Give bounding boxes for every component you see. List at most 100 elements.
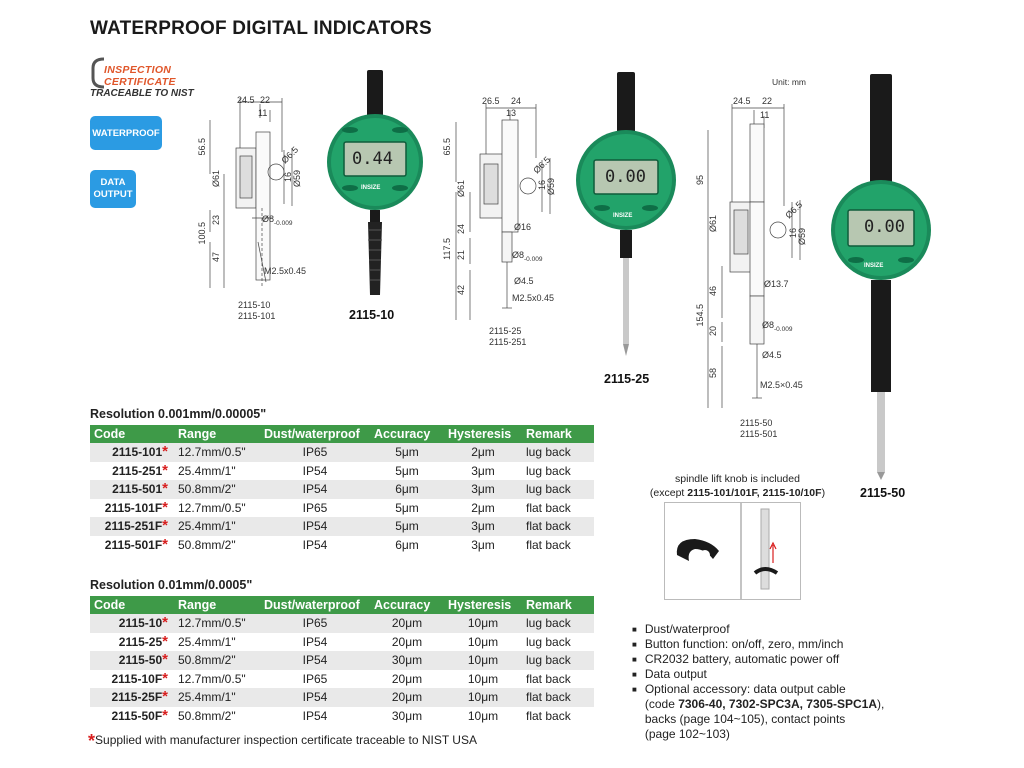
column-header: Range [174, 596, 260, 614]
dim-value: Ø8 [512, 250, 525, 260]
accuracy-cell: 5μm [370, 443, 444, 462]
code-cell: 2115-10* [90, 614, 174, 633]
unit-label: Unit: mm [772, 77, 806, 87]
bullet-icon: ■ [632, 670, 637, 679]
certificate-star-icon: * [162, 669, 168, 687]
accuracy-cell: 30μm [370, 706, 444, 725]
table-header-row: Code Range Dust/waterproof Accuracy Hyst… [90, 596, 594, 614]
dim-value: Ø8-0.009 [762, 320, 792, 333]
knob-caption-suffix: ) [821, 487, 826, 499]
hysteresis-cell: 10μm [444, 688, 522, 707]
lcd-display-value: 0.44 [352, 149, 393, 169]
table-row: 2115-25F* 25.4mm/1" IP54 20μm 10μm flat … [90, 688, 594, 707]
dust-cell: IP65 [260, 443, 370, 462]
table-row: 2115-101* 12.7mm/0.5" IP65 5μm 2μm lug b… [90, 443, 594, 462]
dimension-drawing-2115-50 [707, 104, 801, 408]
remark-cell: flat back [522, 706, 594, 725]
cert-line-2: CERTIFICATE [104, 76, 176, 88]
dust-cell: IP54 [260, 632, 370, 651]
range-cell: 50.8mm/2" [174, 706, 260, 725]
bullet-icon: ■ [632, 685, 637, 694]
dim-value: 117.5 [442, 238, 452, 260]
feature-cable-codes: 7306-40, 7302-SPC3A, 7305-SPC1A [678, 697, 877, 711]
hysteresis-cell: 10μm [444, 651, 522, 670]
code-value: 2115-50 [118, 653, 163, 668]
range-cell: 50.8mm/2" [174, 535, 260, 554]
dust-cell: IP65 [260, 669, 370, 688]
model-code: 2115-25 [489, 326, 522, 336]
code-value: 2115-251F [104, 519, 163, 534]
dust-cell: IP65 [260, 614, 370, 633]
bullet-icon: ■ [632, 655, 637, 664]
range-cell: 12.7mm/0.5" [174, 443, 260, 462]
table2-title: Resolution 0.01mm/0.0005" [90, 578, 253, 592]
dust-cell: IP65 [260, 498, 370, 517]
knob-caption-codes: 2115-101/101F, 2115-10/10F [687, 487, 822, 499]
code-cell: 2115-501* [90, 480, 174, 499]
dim-value: Ø59 [797, 228, 807, 246]
dust-cell: IP54 [260, 688, 370, 707]
dim-value: 42 [456, 285, 466, 296]
code-cell: 2115-251* [90, 461, 174, 480]
hysteresis-cell: 2μm [444, 443, 522, 462]
dim-value: 13 [506, 108, 517, 118]
table-row: 2115-25* 25.4mm/1" IP54 20μm 10μm lug ba… [90, 632, 594, 651]
dim-value: Ø8 [262, 214, 275, 224]
table-header-row: Code Range Dust/waterproof Accuracy Hyst… [90, 425, 594, 443]
dim-value: Ø4.5 [514, 276, 534, 286]
accuracy-cell: 20μm [370, 669, 444, 688]
dim-value: 100.5 [197, 222, 207, 245]
code-value: 2115-501 [112, 482, 163, 497]
certificate-star-icon: * [162, 461, 168, 479]
dim-value: 11 [760, 110, 770, 120]
column-header: Accuracy [370, 596, 444, 614]
dim-value: 154.5 [695, 304, 705, 327]
range-cell: 12.7mm/0.5" [174, 669, 260, 688]
column-header: Dust/waterproof [260, 425, 370, 443]
dim-value: M2.5x0.45 [264, 266, 307, 276]
brand-logo: INSIZE [613, 213, 633, 219]
code-value: 2115-501F [104, 537, 163, 552]
feature-text: Optional accessory: data output cable [644, 682, 846, 696]
column-header: Hysteresis [444, 596, 522, 614]
certificate-star-icon: * [162, 706, 168, 724]
dim-value: 95 [695, 175, 705, 186]
accuracy-cell: 20μm [370, 632, 444, 651]
dim-value: Ø8-0.009 [512, 250, 542, 263]
feature-list: ■Dust/waterproof ■ Button function: on/of… [632, 622, 884, 742]
dim-value: Ø4.5 [762, 350, 782, 360]
column-header: Hysteresis [444, 425, 522, 443]
table1-title: Resolution 0.001mm/0.00005" [90, 407, 267, 421]
spindle-lift-knob-icon [676, 503, 779, 599]
feature-item: ■Dust/waterproof [632, 622, 884, 637]
knob-caption-prefix: (except [649, 487, 688, 499]
lcd-display-value: 0.00 [864, 217, 905, 237]
range-cell: 25.4mm/1" [174, 461, 260, 480]
code-cell: 2115-50F* [90, 706, 174, 725]
cert-line-1: INSPECTION [104, 64, 172, 76]
feature-text: Button function: on/off, zero, mm/inch [644, 637, 844, 651]
dust-cell: IP54 [260, 461, 370, 480]
dust-cell: IP54 [260, 706, 370, 725]
spindle-lift-knob-image [664, 502, 801, 600]
column-header: Accuracy [370, 425, 444, 443]
accuracy-cell: 5μm [370, 461, 444, 480]
dim-value: 24.5 [733, 96, 751, 106]
dim-value: Ø8 [762, 320, 775, 330]
lcd-display-value: 0.00 [605, 167, 646, 187]
waterproof-badge: WATERPROOF [90, 116, 162, 150]
code-cell: 2115-101F* [90, 498, 174, 517]
dim-value: Ø13.7 [764, 279, 789, 289]
dim-value: Ø61 [708, 215, 718, 233]
remark-cell: flat back [522, 688, 594, 707]
code-cell: 2115-25* [90, 632, 174, 651]
code-value: 2115-25F [111, 690, 163, 705]
code-value: 2115-10F [111, 671, 163, 686]
feature-item: ■ Data output [632, 667, 884, 682]
model-code: 2115-10 [238, 300, 271, 310]
feature-text: Data output [644, 667, 707, 681]
brand-logo: INSIZE [864, 263, 884, 269]
feature-text: backs (page 104~105), contact points [644, 712, 846, 726]
certificate-star-icon: * [162, 535, 168, 553]
